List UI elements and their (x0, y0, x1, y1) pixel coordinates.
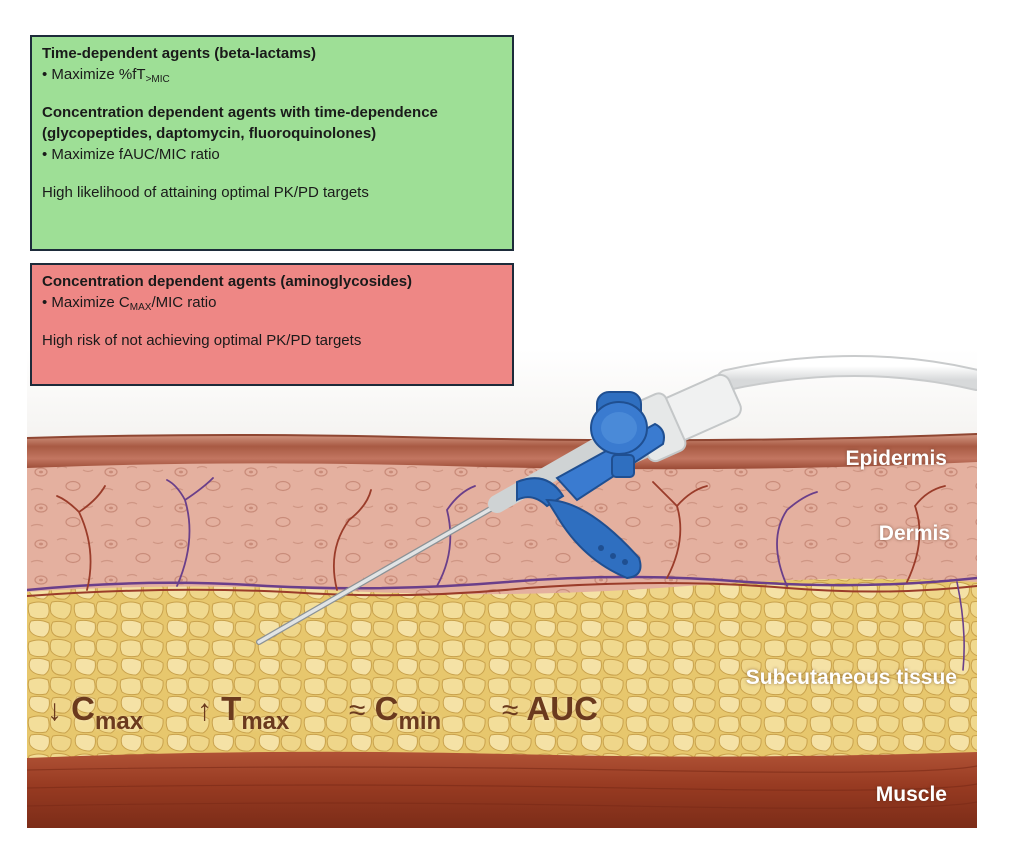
heading-concentration-time: Concentration dependent agents with time… (42, 102, 502, 144)
pk-cmax-sub: max (95, 708, 144, 735)
pk-cmin-sub: min (398, 708, 442, 735)
bullet-fT-text: • Maximize %fT (42, 66, 146, 83)
heading-aminoglycosides: Concentration dependent agents (aminogly… (42, 273, 413, 290)
approx-icon: ≈ (349, 694, 366, 727)
red-panel-note: High risk of not achieving optimal PK/PD… (42, 332, 362, 349)
iv-butterfly-catheter-icon (256, 355, 977, 645)
bullet-cmax-text: • Maximize C (42, 294, 130, 311)
bullet-cmax-mic: • Maximize CMAX/MIC ratio (42, 292, 502, 313)
heading-concentration-time-line2: (glycopeptides, daptomycin, fluoroquinol… (42, 125, 377, 142)
subcutaneous-tissue-label: Subcutaneous tissue (745, 666, 957, 689)
up-arrow-icon: ↑ (197, 694, 212, 727)
pk-auc: ≈ AUC (502, 690, 598, 728)
epidermis-label: Epidermis (845, 447, 947, 470)
bullet-fT-MIC: • Maximize %fT>MIC (42, 64, 502, 85)
pk-tmax-sub: max (241, 708, 290, 735)
down-arrow-icon: ↓ (47, 694, 62, 727)
bullet-cmax-suffix: /MIC ratio (151, 294, 217, 311)
blood-vessels (27, 477, 977, 671)
dermis-layer (27, 458, 977, 595)
epidermis-layer (27, 434, 977, 470)
pk-cmin-main: C (374, 690, 399, 727)
bullet-fT-subscript: >MIC (145, 74, 170, 85)
pk-cmax: ↓ Cmax (47, 690, 143, 734)
pk-cmax-main: C (71, 690, 96, 727)
pk-tmax: ↑ Tmax (197, 690, 289, 734)
muscle-layer (27, 741, 977, 828)
bullet-cmax-subscript: MAX (129, 302, 152, 313)
muscle-label: Muscle (875, 783, 947, 806)
heading-time-dependent: Time-dependent agents (beta-lactams) (42, 45, 316, 62)
pk-auc-main: AUC (526, 690, 598, 727)
bullet-fAUC-MIC: • Maximize fAUC/MIC ratio (42, 146, 220, 163)
figure-canvas: Time-dependent agents (beta-lactams) • M… (27, 30, 977, 828)
aminoglycoside-panel: Concentration dependent agents (aminogly… (30, 263, 514, 386)
approx-icon: ≈ (502, 694, 519, 727)
skin-cross-section (27, 355, 977, 828)
time-dependent-panel: Time-dependent agents (beta-lactams) • M… (30, 35, 514, 251)
dermis-label: Dermis (878, 522, 950, 545)
green-panel-note: High likelihood of attaining optimal PK/… (42, 184, 369, 201)
heading-concentration-time-line1: Concentration dependent agents with time… (42, 104, 438, 121)
pk-cmin: ≈ Cmin (349, 690, 441, 734)
subcutaneous-layer (27, 574, 977, 758)
pk-tmax-main: T (221, 690, 242, 727)
